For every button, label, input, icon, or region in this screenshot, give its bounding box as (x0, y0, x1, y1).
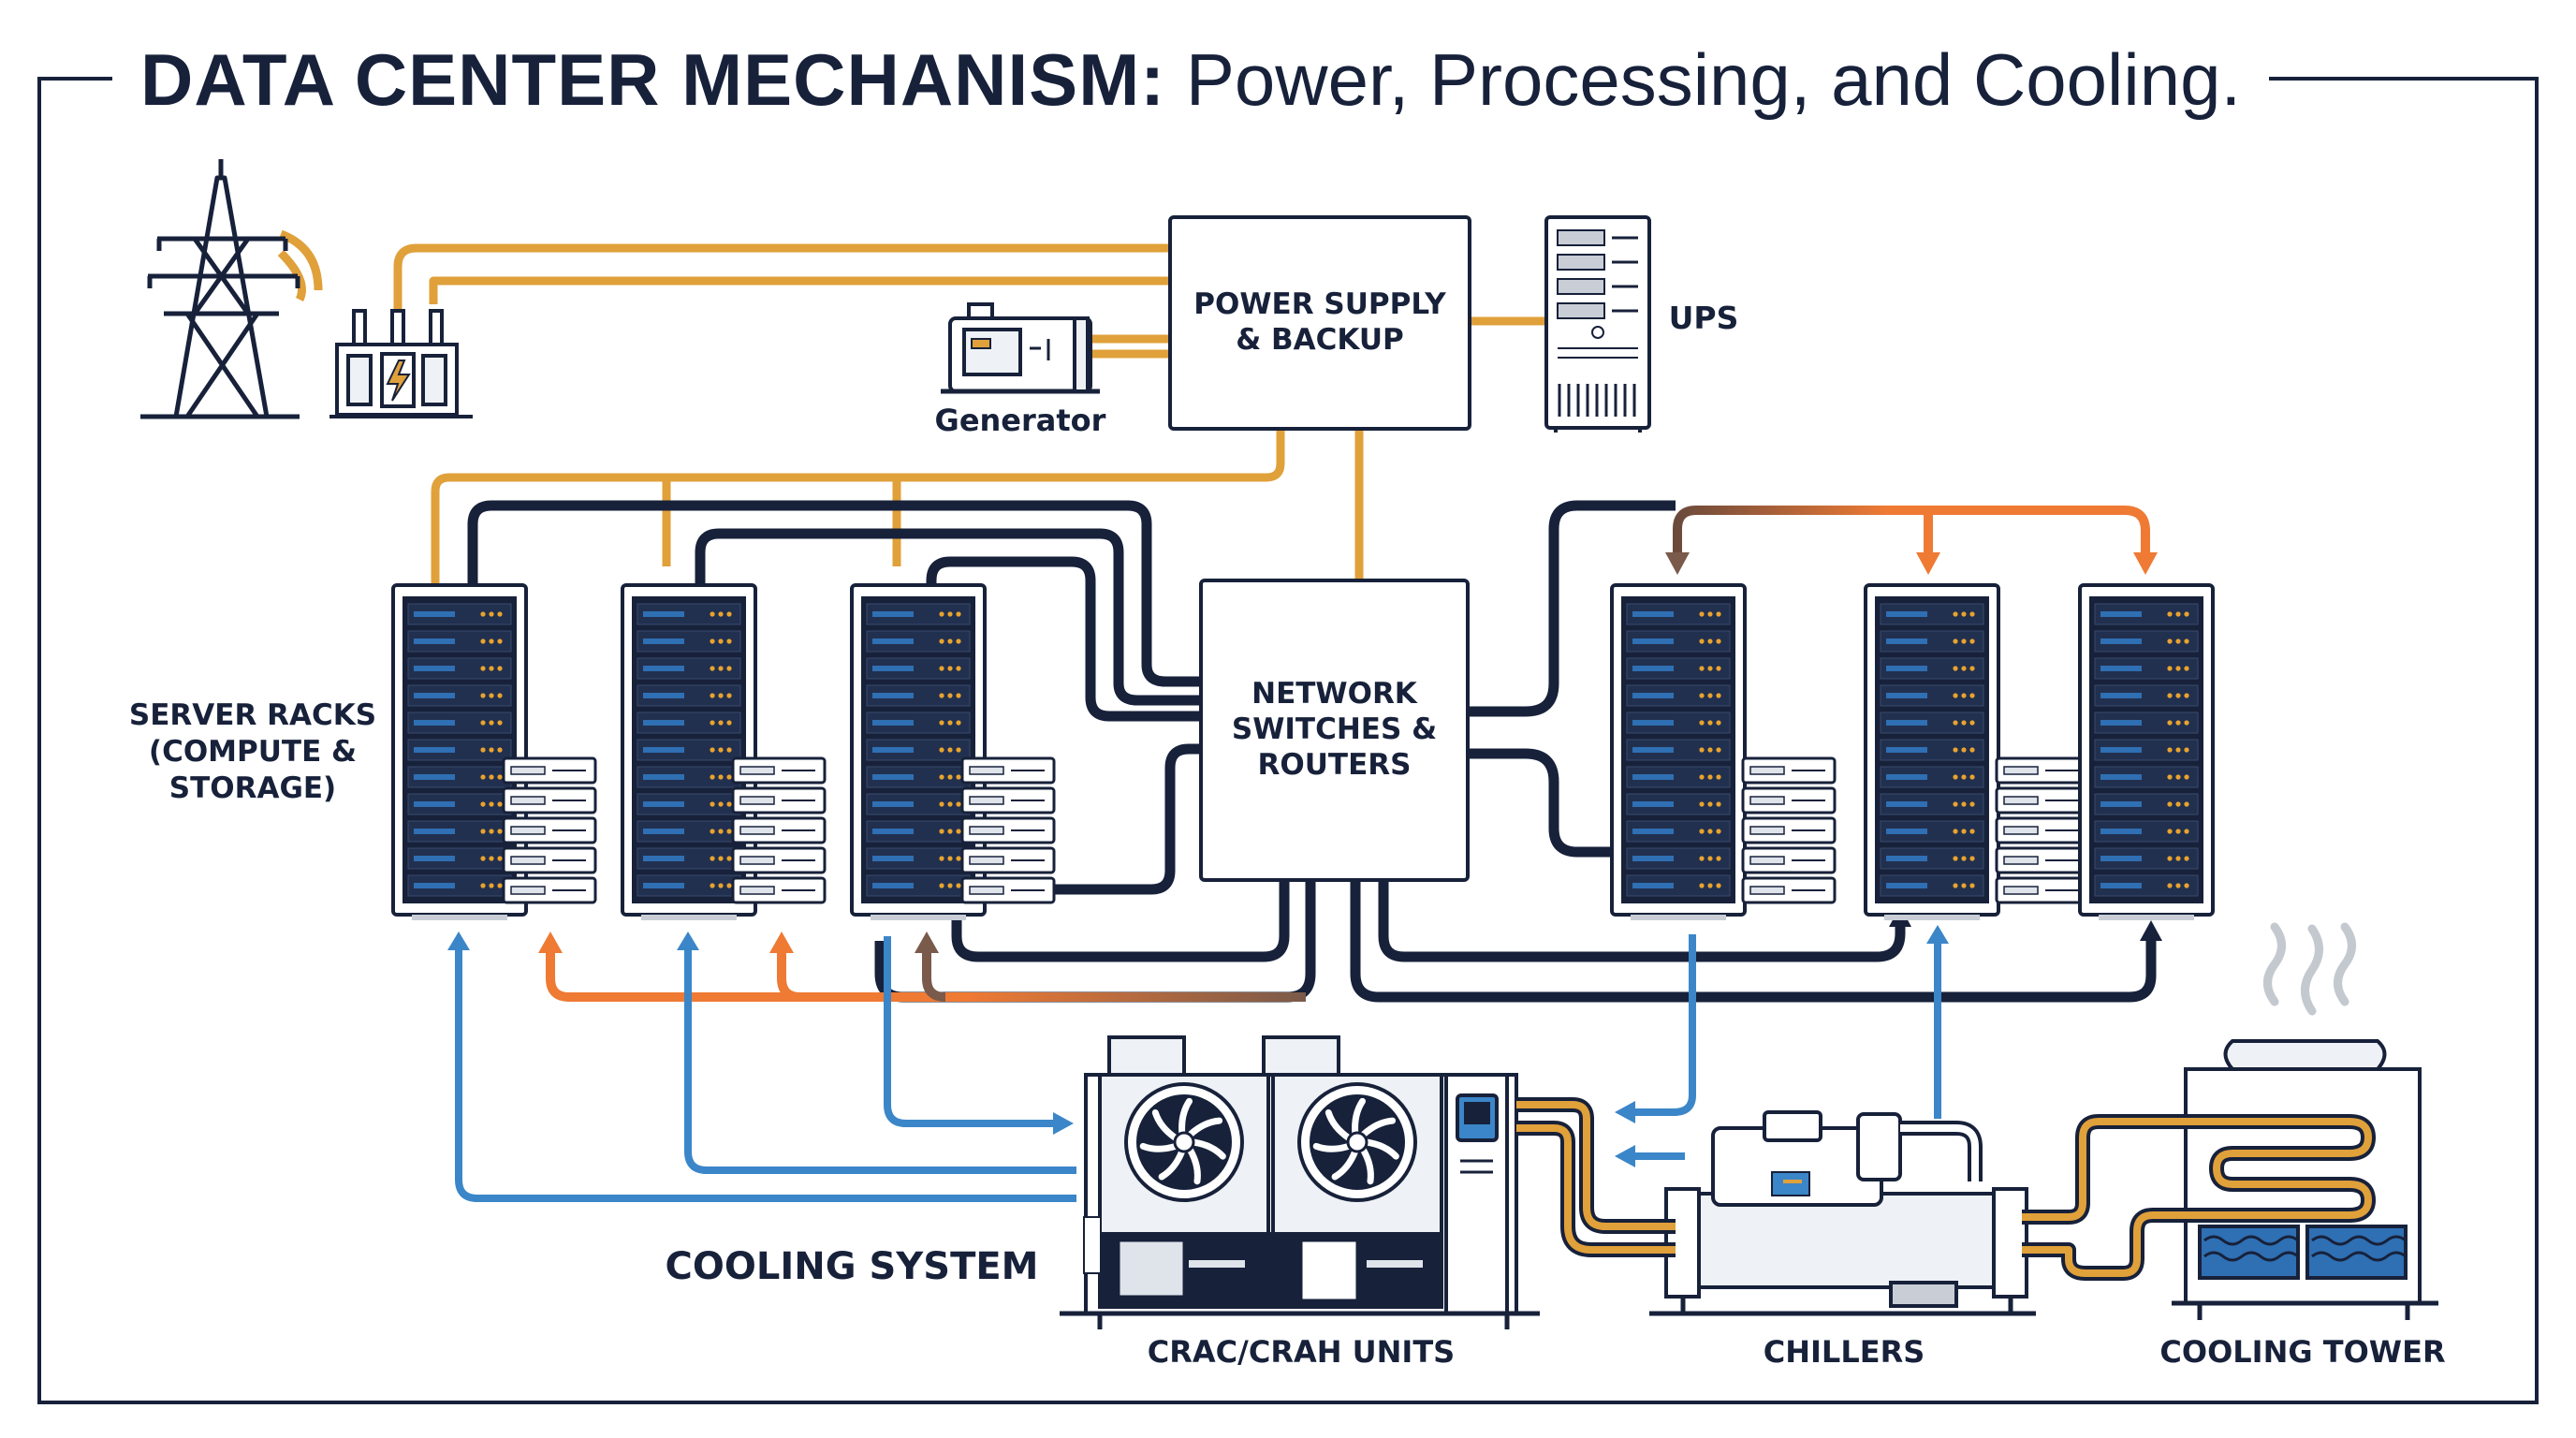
title-bold: DATA CENTER MECHANISM: (140, 38, 1166, 121)
server-racks (391, 583, 2215, 920)
crac-label: CRAC/CRAH UNITS (1147, 1334, 1456, 1370)
hot-air-paths (546, 506, 2150, 1002)
cooling-tower-label: COOLING TOWER (2159, 1334, 2446, 1370)
hot-air-arrowheads (538, 552, 2158, 953)
cooling-system-label: COOLING SYSTEM (665, 1245, 1039, 1288)
server-rack-icon (621, 583, 757, 920)
fan-icon (1124, 1082, 1417, 1202)
steam-icon (2263, 922, 2356, 1016)
server-rack-icon (1864, 583, 2000, 920)
server-rack-icon (2078, 583, 2215, 920)
storage-unit-icon (1741, 756, 1837, 904)
cold-air-arrowheads (447, 925, 1949, 1167)
crac-unit-icon (1060, 1035, 1540, 1329)
network-switches-box (1199, 579, 1470, 882)
storage-unit-icon (502, 756, 597, 904)
chiller-icon (1649, 1110, 2036, 1316)
page-title: DATA CENTER MECHANISM: Power, Processing… (112, 28, 2270, 131)
server-rack-icon (1610, 583, 1747, 920)
server-rack-icon (850, 583, 987, 920)
ups-label: UPS (1668, 300, 1739, 336)
power-supply-box (1168, 215, 1471, 431)
storage-unit-icon (1995, 756, 2090, 904)
transmission-tower-icon (140, 159, 300, 419)
power-supply-label: POWER SUPPLY & BACKUP (1193, 287, 1446, 357)
power-lines (277, 229, 1546, 585)
coolant-pipes (1516, 1097, 2376, 1281)
generator-icon (941, 302, 1100, 394)
chillers-label: CHILLERS (1763, 1334, 1925, 1370)
storage-unit-icon (731, 756, 827, 904)
title-regular: Power, Processing, and Cooling. (1185, 38, 2242, 121)
network-switches-label: NETWORK SWITCHES & ROUTERS (1231, 677, 1438, 782)
storage-unit-icon (960, 756, 1056, 904)
ups-icon (1544, 215, 1651, 433)
server-racks-label: SERVER RACKS (COMPUTE & STORAGE) (128, 698, 377, 805)
cold-air-paths (455, 934, 1941, 1202)
generator-label: Generator (934, 403, 1106, 438)
transformer-icon (329, 309, 473, 418)
network-cables (467, 500, 2157, 1003)
server-rack-icon (391, 583, 528, 920)
